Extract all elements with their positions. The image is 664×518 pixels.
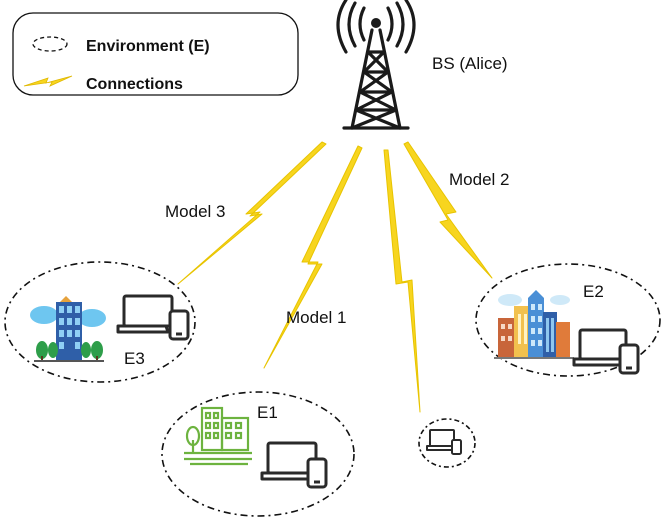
connection-small-device: [383, 149, 421, 413]
environment-e2-label: E2: [583, 282, 604, 301]
laptop-phone-icon: [116, 294, 190, 341]
connection-e1: [263, 145, 363, 369]
connection-e2: [403, 141, 493, 279]
model-2-label: Model 2: [449, 170, 509, 189]
model-1-label: Model 1: [286, 308, 346, 327]
environment-small-boundary: [418, 418, 476, 468]
laptop-phone-icon: [260, 441, 328, 489]
environment-e2-boundary: [475, 263, 661, 377]
laptop-phone-icon: [572, 328, 640, 375]
environment-e3: E3: [4, 261, 196, 383]
connections-legend-icon: [23, 75, 73, 87]
base-station-label: BS (Alice): [432, 54, 508, 73]
city-buildings-icon: [494, 290, 574, 359]
environment-e1-boundary: [161, 391, 355, 517]
laptop-phone-icon: [426, 429, 462, 455]
connections: [177, 141, 493, 413]
skyscraper-icon: [30, 296, 106, 362]
connections-legend-label: Connections: [86, 76, 183, 93]
environment-small-device: [418, 418, 476, 468]
environment-e1: E1: [161, 391, 355, 517]
environment-e3-boundary: [4, 261, 196, 383]
legend-box: [12, 12, 299, 96]
cell-tower-icon: [336, 0, 416, 130]
environment-e1-label: E1: [257, 403, 278, 422]
environment-e2: E2: [475, 263, 661, 377]
model-3-label: Model 3: [165, 202, 225, 221]
connection-e3: [177, 141, 327, 285]
environment-legend-icon: [32, 36, 68, 52]
environment-legend-label: Environment (E): [86, 38, 210, 55]
legend: Environment (E) Connections: [12, 12, 299, 96]
environment-e3-label: E3: [124, 349, 145, 368]
office-building-icon: [184, 406, 252, 466]
